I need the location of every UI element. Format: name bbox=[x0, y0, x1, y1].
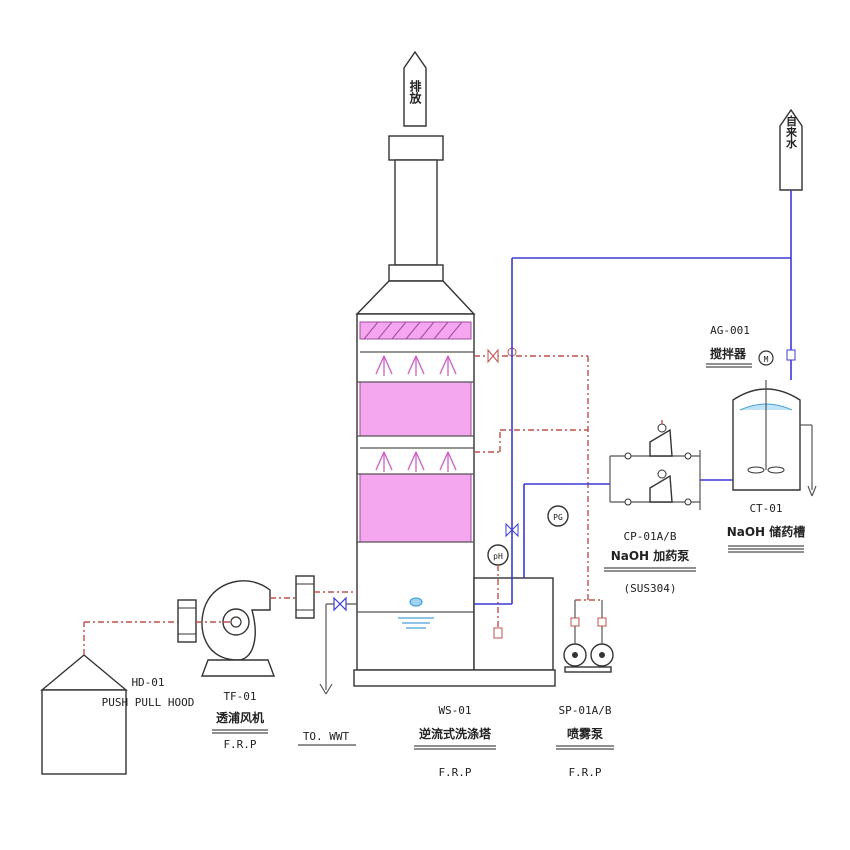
sump-water-icon bbox=[398, 597, 434, 629]
pump-a-valve-icon bbox=[570, 617, 580, 627]
tank-name: NaOH 储药槽 bbox=[727, 524, 806, 539]
fan-tag: TF-01 bbox=[223, 690, 256, 703]
hood-name: PUSH PULL HOOD bbox=[102, 696, 195, 709]
recirculation-lines bbox=[474, 347, 588, 453]
water-valve-icon bbox=[786, 349, 796, 361]
city-water-inlet: 自来水 bbox=[474, 108, 803, 605]
fan-name: 透浦风机 bbox=[216, 710, 264, 725]
dosing-pump-tag: CP-01A/B bbox=[624, 530, 677, 543]
pump-b-valve-icon bbox=[597, 617, 607, 627]
centrifugal-fan bbox=[196, 580, 296, 677]
tower-material: F.R.P bbox=[438, 766, 471, 779]
naoh-storage-tank: M bbox=[700, 350, 817, 497]
fan-material: F.R.P bbox=[223, 738, 256, 751]
agitator-tag: AG-001 bbox=[710, 324, 750, 337]
spray-pump-tag: SP-01A/B bbox=[559, 704, 612, 717]
spray-pumps bbox=[563, 356, 614, 673]
tower-base bbox=[353, 669, 556, 687]
svg-text:M: M bbox=[764, 355, 769, 364]
ph-meter: pH bbox=[487, 544, 509, 639]
exhaust-stack bbox=[355, 135, 476, 315]
dosing-pump-name: NaOH 加药泵 bbox=[611, 548, 690, 563]
city-water-label: 自来水 bbox=[785, 114, 799, 149]
exhaust-label: 排放 bbox=[408, 79, 422, 105]
lower-packing-bed bbox=[359, 473, 472, 543]
sump-tank bbox=[473, 577, 554, 671]
flex-joint-inlet bbox=[177, 599, 197, 643]
exhaust-outlet: 排放 bbox=[403, 50, 427, 127]
labels: HD-01 PUSH PULL HOOD TF-01 透浦风机 F.R.P TO… bbox=[102, 324, 806, 779]
agitator-name: 搅拌器 bbox=[710, 346, 747, 361]
hood-tag: HD-01 bbox=[131, 676, 164, 689]
tower-tag: WS-01 bbox=[438, 704, 471, 717]
tower-water-valve-icon bbox=[505, 522, 519, 538]
dosing-pump-material: (SUS304) bbox=[624, 582, 677, 595]
ph-controller-label: PG bbox=[553, 513, 563, 522]
to-wwt-label: TO. WWT bbox=[303, 730, 350, 743]
ph-controller: PG bbox=[547, 505, 569, 527]
dosing-pumps bbox=[523, 420, 701, 578]
spray-pump-name: 喷雾泵 bbox=[567, 726, 603, 741]
tower-name: 逆流式洗涤塔 bbox=[419, 726, 492, 741]
mist-eliminator bbox=[359, 321, 472, 340]
lower-spray-nozzles bbox=[375, 451, 457, 472]
scrubber-tower bbox=[356, 313, 553, 671]
ph-meter-label: pH bbox=[493, 552, 503, 561]
spray-pump-material: F.R.P bbox=[568, 766, 601, 779]
tank-tag: CT-01 bbox=[749, 502, 782, 515]
drain-valve-icon bbox=[333, 596, 347, 612]
flex-joint-outlet bbox=[295, 575, 357, 619]
agitator-icon: M bbox=[747, 350, 785, 474]
upper-spray-nozzles bbox=[375, 355, 457, 376]
upper-packing-bed bbox=[359, 381, 472, 437]
drain-line bbox=[319, 596, 357, 695]
push-pull-hood bbox=[40, 621, 180, 775]
